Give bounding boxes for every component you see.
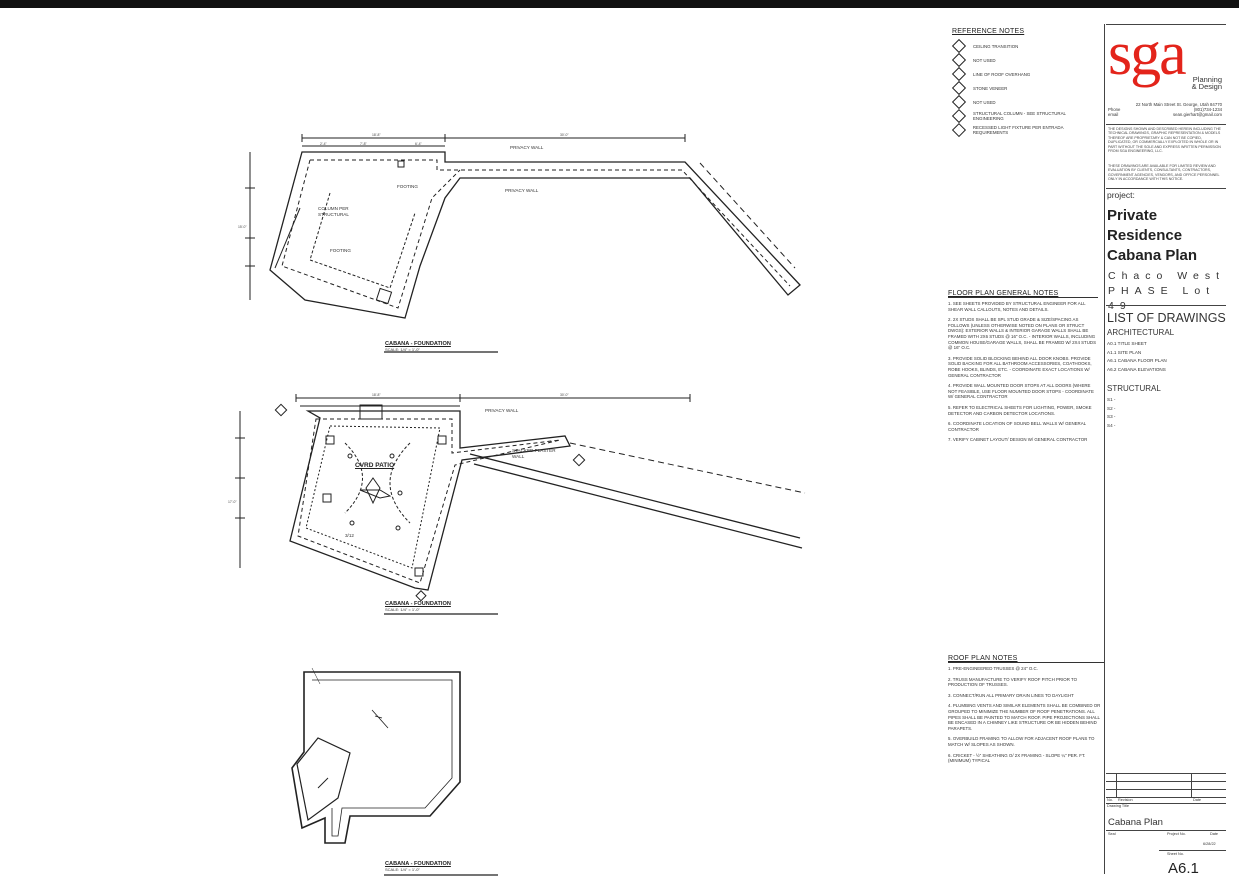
list-of-drawings-title: LIST OF DRAWINGS [1107,311,1226,325]
sga-logo: sga Planning & Design [1108,20,1222,91]
roof-plan [291,667,461,844]
sheet-number: A6.1 [1168,860,1199,877]
footing-label: FOOTING [397,184,418,189]
architectural-list: A0.1 TITLE SHEET A1.1 SITE PLAN A6.1 CAB… [1107,340,1167,374]
revision-table: No. Revision Date Drawing Title [1106,773,1226,810]
project-no-label: Project No. [1167,832,1186,836]
review-notice: THESE DRAWINGS ARE AVAILABLE FOR LIMITED… [1108,164,1220,182]
plan-1-caption: CABANA - FOUNDATION SCALE: 1/4" = 1'-0" [385,341,451,352]
svg-text:7'-8": 7'-8" [360,142,368,146]
svg-text:18'-8": 18'-8" [372,133,381,137]
plan-2-caption: CABANA - FOUNDATION SCALE: 1/4" = 1'-0" [385,601,451,612]
plan-drawings: 18'-8" 30'-0" 2'-4" 7'-8" 6'-4" 15'-0" 18'-… [228,133,806,876]
structural-list: S1 - S2 - S3 - S4 - [1107,396,1115,430]
svg-text:17'-0": 17'-0" [228,500,237,504]
svg-text:30'-0": 30'-0" [560,393,569,397]
reference-tag-icon [951,52,967,68]
project-name: Private Residence Cabana Plan [1107,207,1198,264]
patio-label: CVRD PATIO [355,462,395,469]
list-item: S1 - [1107,397,1116,402]
list-item: S3 - [1107,414,1116,419]
svg-text:18'-8": 18'-8" [372,393,381,397]
reference-notes: REFERENCE NOTES CEILING TRANSITION NOT U… [951,28,1097,148]
structural-label: STRUCTURAL [1107,384,1161,393]
svg-text:15'-0": 15'-0" [238,225,247,229]
plan-3-caption: CABANA - FOUNDATION SCALE: 1/4" = 1'-0" [385,861,451,872]
firm-contact: 22 North Main Street St. George, Utah 84… [1108,102,1222,117]
drawing-sheet: 18'-8" 30'-0" 2'-4" 7'-8" 6'-4" 15'-0" 18'-… [0,8,1239,877]
svg-text:30'-0": 30'-0" [560,133,569,137]
list-item: S4 - [1107,422,1116,428]
subdivision: Chaco West PHASE Lot 49 [1108,270,1225,312]
title-block: sga Planning & Design 22 North Main Stre… [1104,20,1226,877]
project-label: project: [1107,190,1135,200]
date-value: 6/28/22 [1203,842,1216,846]
privacy-wall-label-2: PRIVACY WALL [505,188,539,193]
seal-label: Seal [1108,832,1116,836]
footing-label-2: FOOTING [330,248,351,253]
stacked-wall-label: STACKED PLASTER WALL [512,448,556,459]
reference-tag-icon [951,38,967,54]
list-item: S2 - [1107,405,1116,411]
reference-tag-icon [951,122,966,138]
drawing-title: Cabana Plan [1108,817,1163,828]
svg-text:2'-4": 2'-4" [320,142,328,146]
privacy-wall-label: PRIVACY WALL [510,145,544,150]
foundation-plan-1 [245,134,801,319]
roof-slope-label: 3/12 [345,533,354,538]
reference-tag-icon [951,80,967,96]
list-item: A6.1 CABANA FLOOR PLAN [1107,358,1167,363]
column-label: COLUMN PER STRUCTURAL [318,206,349,217]
foundation-plan-2 [235,394,806,602]
privacy-wall-label-3: PRIVACY WALL [485,408,519,413]
list-item: A0.1 TITLE SHEET [1107,341,1147,346]
list-item: A1.1 SITE PLAN [1107,349,1142,355]
architectural-label: ARCHITECTURAL [1107,328,1175,337]
top-border [0,0,1239,8]
reference-tag-icon [951,108,967,124]
floor-plan-notes: FLOOR PLAN GENERAL NOTES 1. SEE SHEETS P… [948,290,1098,443]
svg-text:6'-4": 6'-4" [415,142,423,146]
copyright-notice: THE DESIGNS SHOWN AND DESCRIBED HEREIN I… [1108,127,1221,154]
date-label: Date [1210,832,1219,836]
reference-tag-icon [951,66,967,82]
list-item: A6.2 CABANA ELEVATIONS [1107,366,1166,372]
sheet-no-label: Sheet No. [1167,852,1184,856]
reference-tag-icon [951,94,967,110]
roof-plan-notes: ROOF PLAN NOTES 1. PRE-ENGINEERED TRUSSE… [948,655,1104,769]
